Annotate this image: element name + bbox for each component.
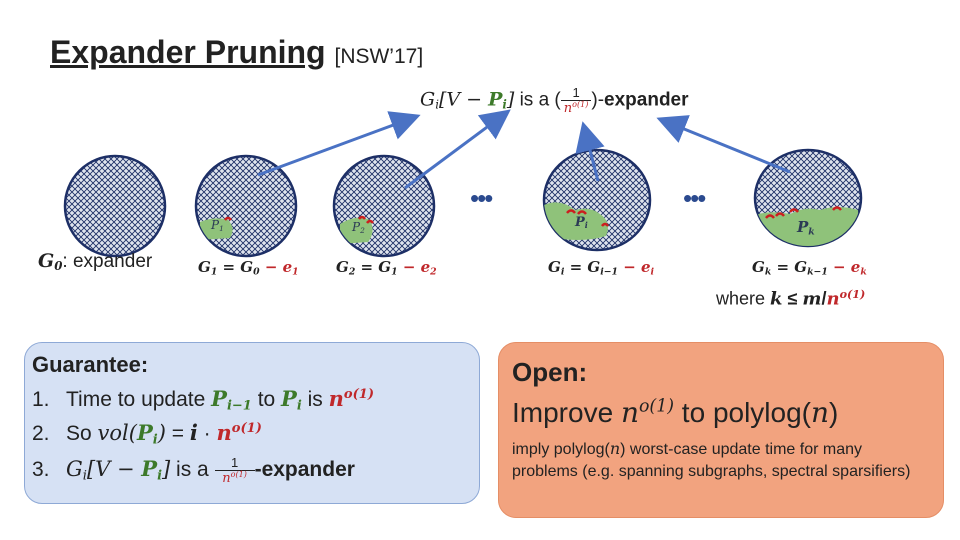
deleted-edge-i bbox=[566, 209, 609, 227]
guarantee-title: Guarantee: bbox=[32, 352, 149, 377]
ellipsis-2: ••• bbox=[683, 183, 706, 213]
slide-title: Expander Pruning [NSW’17] bbox=[50, 34, 423, 71]
pruned-region-i bbox=[544, 202, 608, 240]
arrow-2 bbox=[404, 109, 511, 190]
open-problem-box bbox=[498, 342, 944, 518]
pruned-label-2: P2 bbox=[352, 220, 365, 235]
open-statement: Improve no(1) to polylog(n) bbox=[512, 396, 839, 429]
open-title: Open: bbox=[512, 357, 588, 387]
title-reference: [NSW’17] bbox=[334, 45, 424, 68]
caption-g1: G1 = G0 − e1 bbox=[198, 258, 299, 278]
graph-ball-g1 bbox=[194, 154, 298, 258]
ellipsis-1: ••• bbox=[470, 183, 493, 213]
title-main: Expander Pruning bbox=[50, 34, 326, 70]
arrow-3 bbox=[575, 121, 605, 182]
deleted-edge-1 bbox=[224, 216, 232, 221]
where-bound: where k ≤ m/no(1) bbox=[716, 288, 866, 310]
caption-gk: Gk = Gk−1 − ek bbox=[752, 258, 867, 278]
pruned-label-i: Pi bbox=[575, 215, 588, 230]
arrow-1 bbox=[257, 111, 421, 177]
guarantee-item-2: 2.So vol(Pi) = i · no(1) bbox=[32, 420, 262, 448]
pruned-label-k: Pk bbox=[797, 218, 815, 238]
caption-g0: G0: expander bbox=[38, 250, 153, 273]
open-description: imply polylog(n) worst-case update time … bbox=[512, 439, 911, 480]
guarantee-box bbox=[24, 342, 480, 504]
deleted-edge-2 bbox=[358, 215, 374, 224]
pruned-region-k bbox=[755, 207, 860, 246]
guarantee-item-1: 1.Time to update Pi−1 to Pi is no(1) bbox=[32, 386, 374, 414]
pruned-label-1: P1 bbox=[211, 218, 224, 233]
caption-g2: G2 = G1 − e2 bbox=[336, 258, 437, 278]
caption-gi: Gi = Gi−1 − ei bbox=[548, 258, 655, 278]
pruned-region-2 bbox=[340, 217, 373, 244]
deleted-edge-k bbox=[765, 206, 842, 219]
arrow-4 bbox=[656, 115, 791, 174]
graph-ball-g0 bbox=[63, 154, 167, 258]
pruned-region-1 bbox=[200, 218, 233, 240]
